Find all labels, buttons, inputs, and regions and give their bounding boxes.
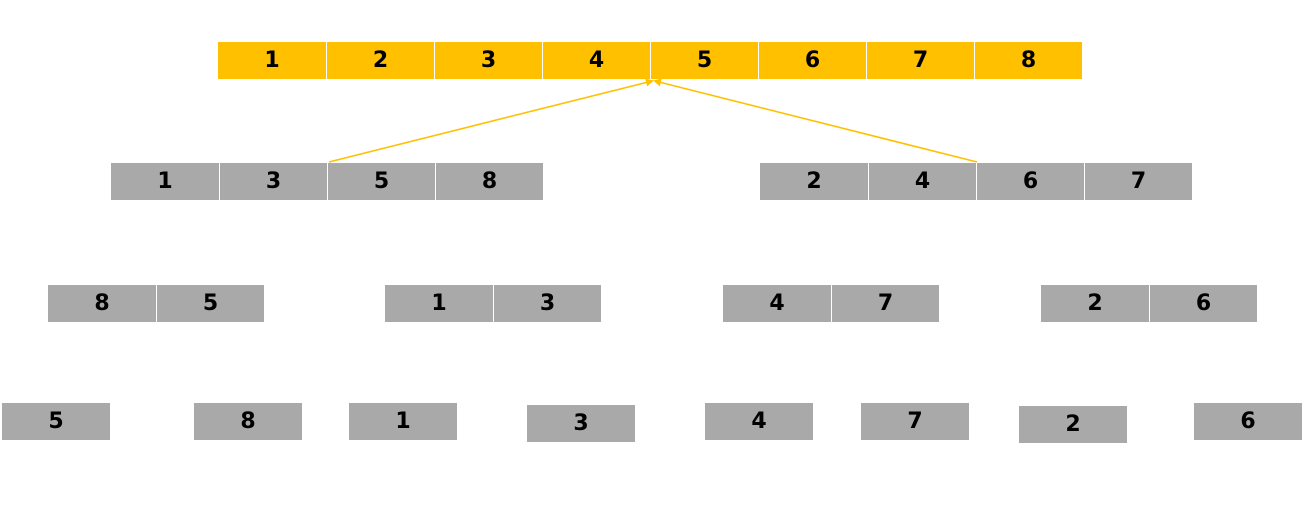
level-0-cell: 4	[705, 403, 813, 440]
level-1-cell: 6	[1149, 285, 1257, 322]
level-2-cell: 3	[219, 163, 327, 200]
level-2-cell: 6	[976, 163, 1084, 200]
level-0-cell: 1	[349, 403, 457, 440]
level-0-cell: 2	[1019, 406, 1127, 443]
level-2-cell: 5	[327, 163, 435, 200]
level-2-cell: 1	[111, 163, 219, 200]
merged-result-cell: 2	[326, 42, 434, 79]
level-1-cell: 2	[1041, 285, 1149, 322]
level-2-cell: 2	[760, 163, 868, 200]
level-0-cell: 3	[527, 405, 635, 442]
level-1-cell: 7	[831, 285, 939, 322]
level-2-cell: 4	[868, 163, 976, 200]
level-1-cell: 1	[385, 285, 493, 322]
merged-result-cell: 1	[218, 42, 326, 79]
merge-arrow-left	[328, 78, 654, 163]
level-1-cell: 4	[723, 285, 831, 322]
merge-arrow-right	[653, 78, 978, 163]
merged-result-cell: 8	[974, 42, 1082, 79]
merged-result-cell: 7	[866, 42, 974, 79]
level-1-cell: 5	[156, 285, 264, 322]
level-0-cell: 6	[1194, 403, 1302, 440]
merged-result-cell: 4	[542, 42, 650, 79]
level-1-cell: 8	[48, 285, 156, 322]
level-1-cell: 3	[493, 285, 601, 322]
level-2-cell: 8	[435, 163, 543, 200]
level-0-cell: 5	[2, 403, 110, 440]
merged-result-cell: 3	[434, 42, 542, 79]
level-0-cell: 7	[861, 403, 969, 440]
level-2-cell: 7	[1084, 163, 1192, 200]
merged-result-cell: 6	[758, 42, 866, 79]
level-0-cell: 8	[194, 403, 302, 440]
merged-result-cell: 5	[650, 42, 758, 79]
